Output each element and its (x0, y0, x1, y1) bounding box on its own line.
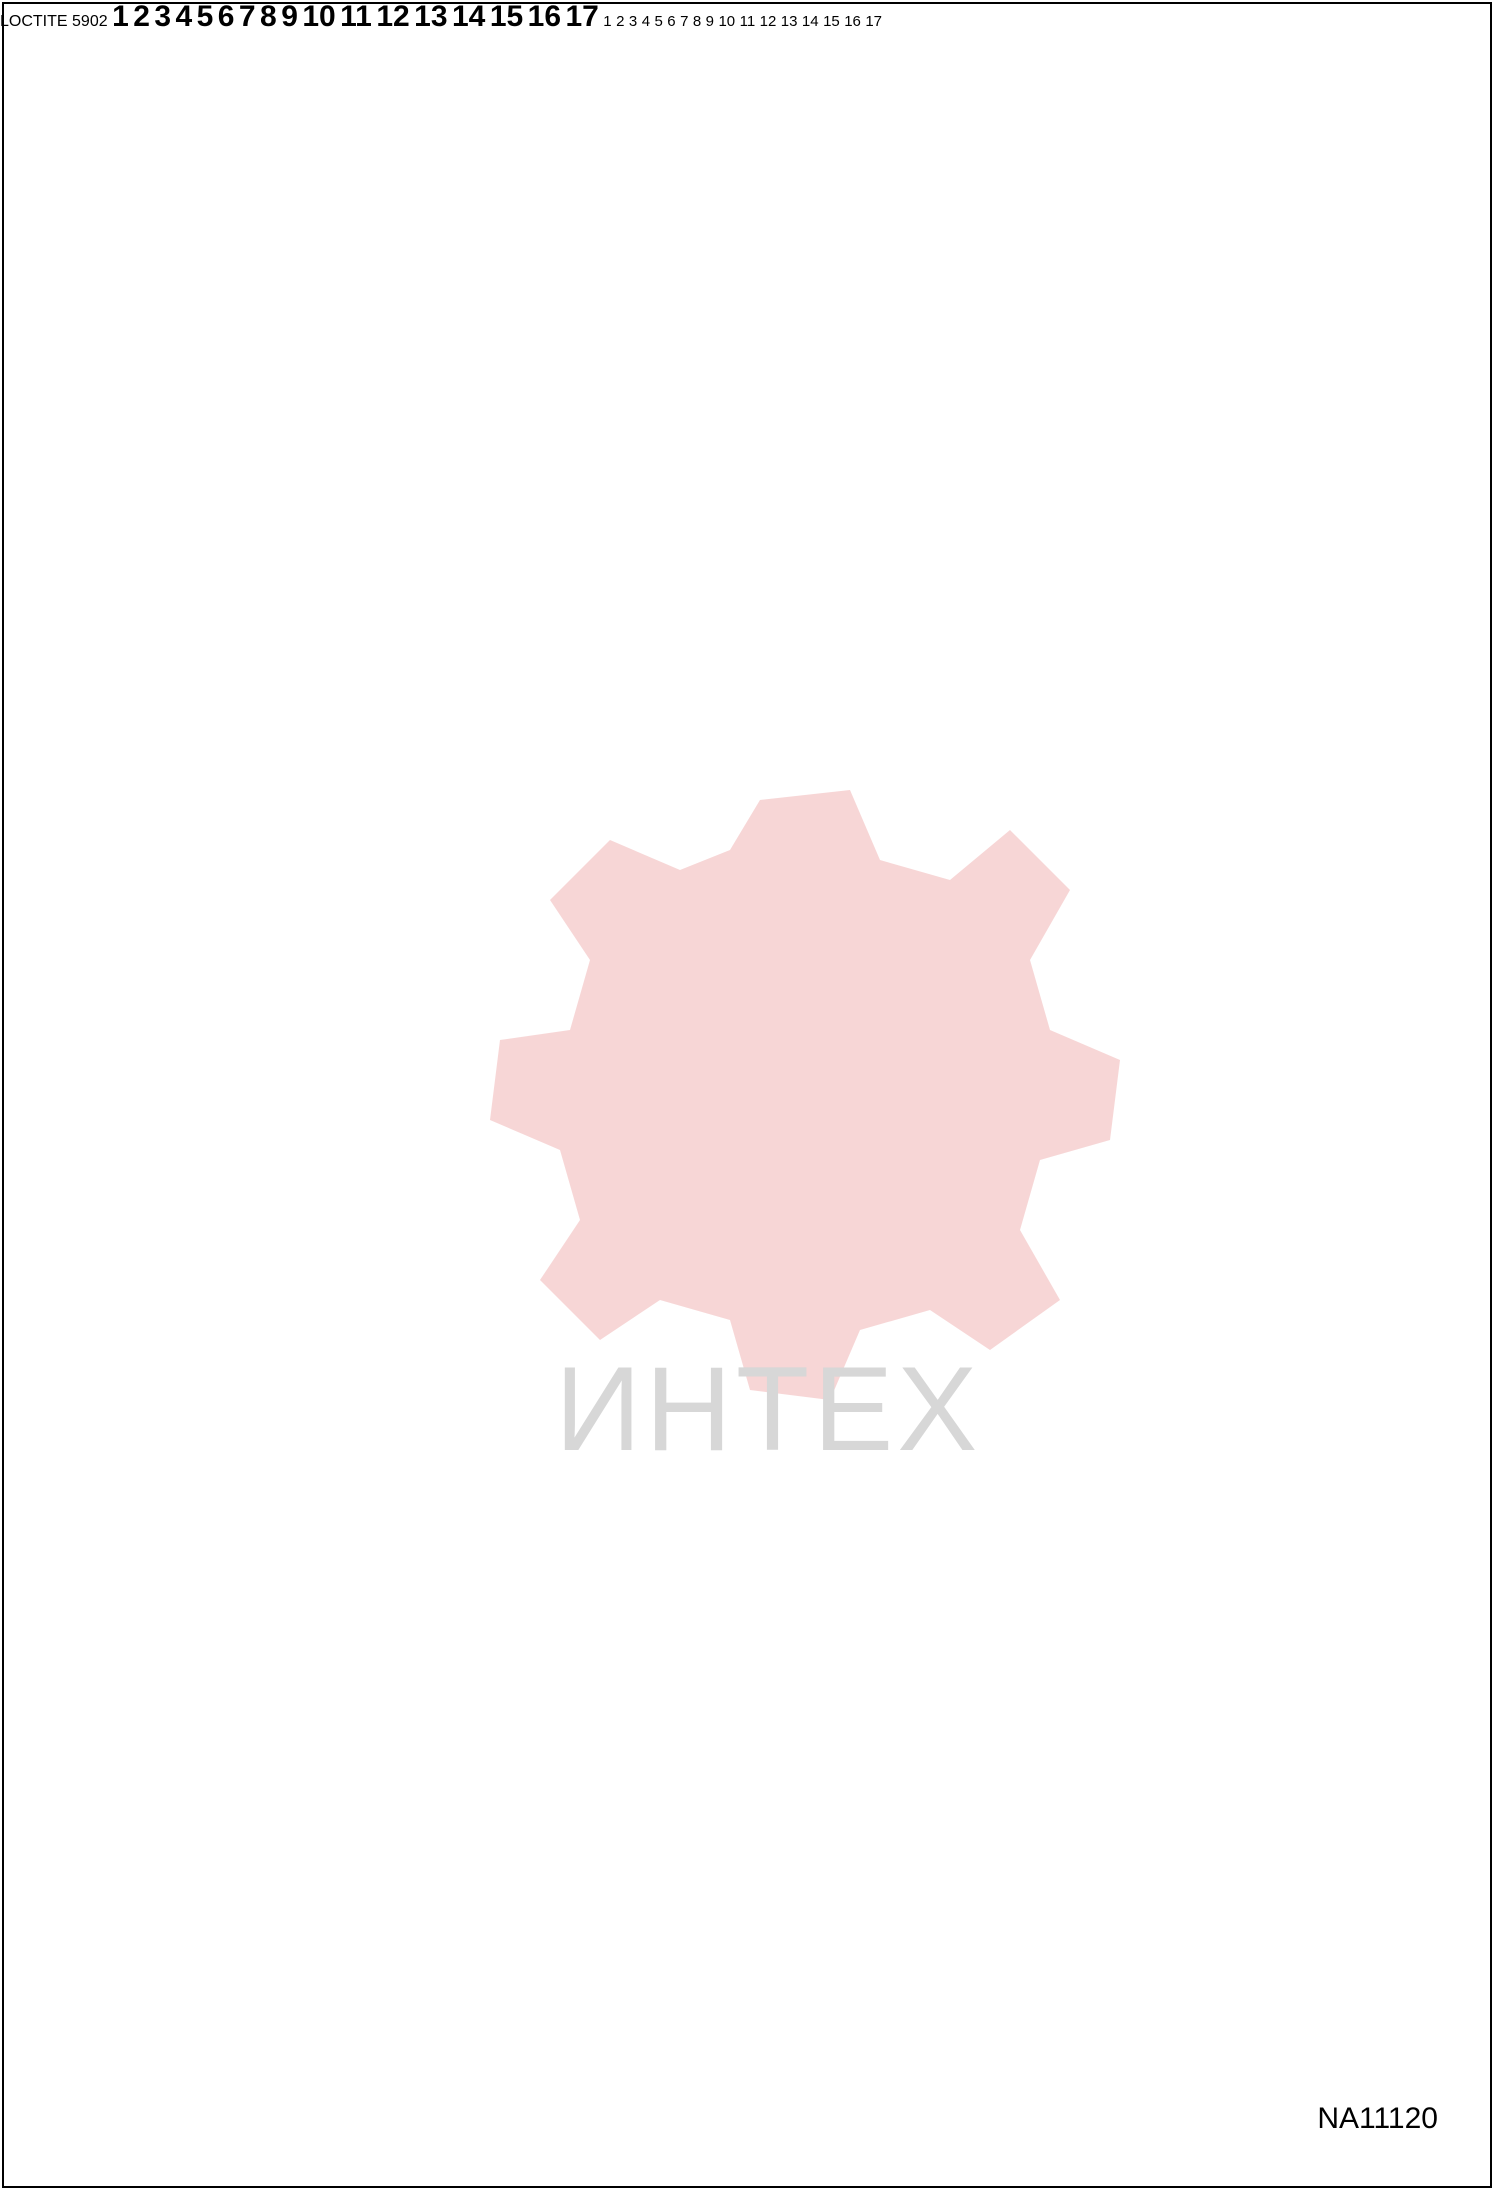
part-label-13: 13 (414, 0, 448, 33)
callout-3[interactable]: 3 (628, 13, 638, 30)
callout-8[interactable]: 8 (692, 13, 702, 30)
callout-15[interactable]: 15 (823, 13, 840, 30)
part-label-10: 10 (302, 0, 336, 33)
part-label-12: 12 (376, 0, 410, 33)
watermark-text: ИНТЕХ (555, 1342, 982, 1476)
callout-6[interactable]: 6 (667, 13, 676, 30)
part-label-11: 11 (340, 0, 372, 33)
callout-12[interactable]: 12 (759, 13, 777, 30)
callout-16[interactable]: 16 (844, 13, 861, 30)
part-label-5: 5 (196, 0, 214, 33)
callout-5[interactable]: 5 (654, 13, 663, 30)
gear-logo (490, 790, 1120, 1400)
part-label-1: 1 (112, 0, 129, 33)
callout-markers: 1 2 3 4 5 6 7 8 9 10 11 12 13 14 15 16 1… (603, 13, 882, 30)
callout-11[interactable]: 11 (739, 13, 756, 30)
callout-2[interactable]: 2 (616, 13, 625, 30)
part-label-16: 16 (527, 0, 562, 33)
part-label-17: 17 (565, 0, 599, 33)
part-label-3: 3 (154, 0, 172, 33)
callout-9[interactable]: 9 (705, 13, 715, 30)
part-label-2: 2 (133, 0, 150, 33)
sealant-brand: LOCTITE (0, 13, 68, 30)
part-label-6: 6 (217, 0, 235, 33)
part-label-14: 14 (451, 0, 486, 33)
callout-13[interactable]: 13 (780, 13, 798, 30)
sealant-code: 5902 (72, 13, 108, 30)
part-label-7: 7 (238, 0, 256, 33)
callout-10[interactable]: 10 (718, 13, 736, 30)
drawing-number: NA11120 (1317, 2102, 1438, 2135)
part-label-8: 8 (260, 0, 277, 33)
callout-4[interactable]: 4 (641, 13, 651, 30)
callout-17[interactable]: 17 (865, 13, 883, 30)
part-label-4: 4 (175, 0, 193, 33)
callout-1[interactable]: 1 (603, 13, 612, 30)
callout-7[interactable]: 7 (680, 13, 689, 30)
part-label-15: 15 (489, 0, 524, 33)
callout-14[interactable]: 14 (801, 13, 819, 30)
part-number-labels: 1 2 3 4 5 6 7 8 9 10 11 12 13 14 15 16 1… (112, 0, 603, 33)
part-label-9: 9 (281, 0, 298, 33)
